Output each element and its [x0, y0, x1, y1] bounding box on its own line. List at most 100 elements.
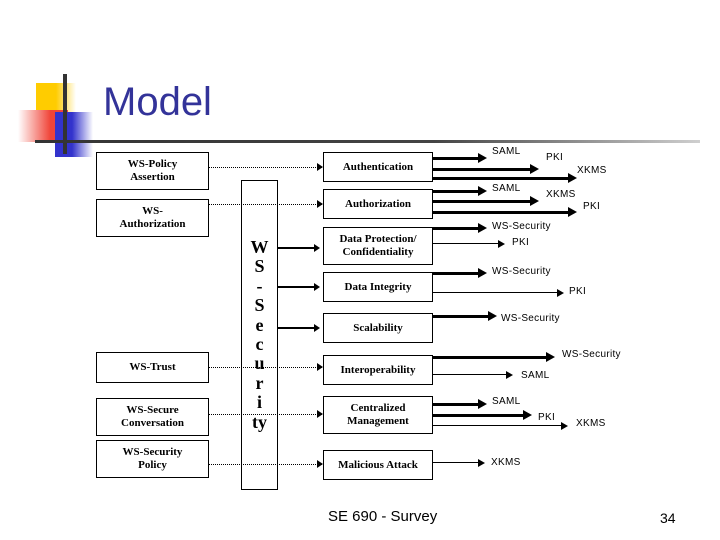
std-label-scalability-wssecurity: WS-Security — [501, 313, 560, 324]
std-label-data-integrity-wssecurity: WS-Security — [492, 266, 551, 277]
page-title: Model — [103, 80, 212, 124]
arrow-data-protection-wssecurity-head — [478, 223, 487, 233]
arrowhead-interoperability-in — [317, 363, 323, 371]
middle-box-data-protection[interactable]: Data Protection/ Confidentiality — [323, 227, 433, 265]
std-label-interoperability-saml: SAML — [521, 370, 550, 381]
middle-box-centralized-management[interactable]: Centralized Management — [323, 396, 433, 434]
arrow-authorization-pki-line — [433, 211, 570, 214]
vbar-letter-8: i — [256, 392, 262, 413]
connector-policy-assertion-to-authentication — [209, 167, 322, 168]
middle-box-centralized-management-line2: Management — [347, 415, 409, 427]
std-label-data-integrity-pki: PKI — [569, 286, 587, 297]
arrow-data-integrity-pki-head — [557, 289, 564, 297]
connector-ws-authorization-to-authorization — [209, 204, 322, 205]
arrow-data-protection-pki-line — [433, 243, 500, 244]
left-box-ws-trust[interactable]: WS-Trust — [96, 352, 209, 383]
arrow-authentication-pki-head — [530, 164, 539, 174]
std-label-interoperability-wssecurity: WS-Security — [562, 349, 621, 360]
middle-box-data-protection-line2: Confidentiality — [342, 246, 414, 258]
arrow-data-integrity-wssecurity-line — [433, 272, 480, 275]
std-label-authentication-xkms: XKMS — [577, 165, 607, 176]
arrow-authorization-xkms-line — [433, 200, 532, 203]
vbar-letter-2: - — [256, 275, 263, 296]
vbar-letter-4: e — [255, 314, 264, 335]
std-label-data-protection-pki: PKI — [512, 237, 530, 248]
left-box-ws-authorization-line1: WS- — [142, 205, 163, 217]
arrow-authorization-saml-line — [433, 190, 480, 193]
connector-security-policy-to-malicious-attack — [209, 464, 322, 465]
vbar-letter-9: ty — [252, 411, 267, 432]
connector-ws-trust-to-interoperability — [209, 367, 322, 368]
vbar-letter-6: u — [254, 353, 265, 374]
left-box-ws-authorization[interactable]: WS- Authorization — [96, 199, 209, 237]
arrow-authentication-saml-line — [433, 157, 480, 160]
middle-box-centralized-management-line1: Centralized — [350, 402, 406, 414]
left-box-ws-secure-conversation[interactable]: WS-Secure Conversation — [96, 398, 209, 436]
middle-box-scalability[interactable]: Scalability — [323, 313, 433, 343]
left-box-ws-trust-line1: WS-Trust — [129, 361, 176, 373]
left-box-ws-policy-assertion[interactable]: WS-Policy Assertion — [96, 152, 209, 190]
std-label-authorization-pki: PKI — [583, 201, 601, 212]
middle-box-data-integrity[interactable]: Data Integrity — [323, 272, 433, 302]
arrow-interoperability-saml-line — [433, 374, 508, 375]
arrow-data-protection-wssecurity-line — [433, 227, 480, 230]
arrow-data-integrity-pki-line — [433, 292, 559, 293]
left-box-ws-policy-assertion-line1: WS-Policy — [127, 158, 178, 170]
vbar-letter-1: S — [254, 256, 265, 277]
arrow-malicious-attack-xkms-line — [433, 462, 480, 463]
arrow-centralized-saml-line — [433, 403, 480, 406]
arrow-malicious-attack-xkms-head — [478, 459, 485, 467]
std-label-authorization-saml: SAML — [492, 183, 521, 194]
arrowhead-data-integrity-in — [314, 283, 320, 291]
arrow-centralized-xkms-head — [561, 422, 568, 430]
arrowhead-authorization-in — [317, 200, 323, 208]
connector-bar-to-scalability — [278, 327, 316, 329]
arrow-centralized-xkms-line — [433, 425, 563, 426]
middle-box-authentication-label: Authentication — [342, 160, 414, 173]
middle-box-authentication[interactable]: Authentication — [323, 152, 433, 182]
middle-box-malicious-attack[interactable]: Malicious Attack — [323, 450, 433, 480]
arrow-data-protection-pki-head — [498, 240, 505, 248]
vbar-letter-5: c — [255, 334, 264, 354]
left-box-ws-security-policy[interactable]: WS-Security Policy — [96, 440, 209, 478]
arrow-centralized-pki-line — [433, 414, 525, 417]
middle-box-authorization[interactable]: Authorization — [323, 189, 433, 219]
arrow-interoperability-saml-head — [506, 371, 513, 379]
left-box-ws-policy-assertion-line2: Assertion — [130, 171, 175, 183]
decoration-vertical-rule — [63, 74, 67, 154]
arrow-authentication-xkms-line — [433, 177, 570, 180]
arrowhead-scalability-in — [314, 324, 320, 332]
arrowhead-centralized-management-in — [317, 410, 323, 418]
arrow-centralized-saml-head — [478, 399, 487, 409]
std-label-centralized-xkms: XKMS — [576, 418, 606, 429]
middle-box-malicious-attack-label: Malicious Attack — [338, 458, 418, 471]
arrowhead-authentication-in — [317, 163, 323, 171]
arrow-authorization-pki-head — [568, 207, 577, 217]
decoration-blue-square — [55, 112, 93, 157]
middle-box-interoperability-label: Interoperability — [340, 363, 416, 376]
footer-page-number: 34 — [660, 510, 676, 526]
arrow-data-integrity-wssecurity-head — [478, 268, 487, 278]
footer-course-label: SE 690 - Survey — [328, 508, 438, 525]
std-label-malicious-attack-xkms: XKMS — [491, 457, 521, 468]
arrow-authorization-xkms-head — [530, 196, 539, 206]
arrowhead-malicious-attack-in — [317, 460, 323, 468]
left-box-ws-secure-conversation-line1: WS-Secure — [126, 404, 179, 416]
middle-box-authorization-label: Authorization — [345, 197, 411, 210]
middle-box-interoperability[interactable]: Interoperability — [323, 355, 433, 385]
left-box-ws-secure-conversation-line2: Conversation — [121, 417, 184, 429]
connector-bar-to-data-integrity — [278, 286, 316, 288]
vertical-bar-ws-security[interactable]: W S - S e c u r i ty — [241, 180, 278, 490]
std-label-data-protection-wssecurity: WS-Security — [492, 221, 551, 232]
middle-box-scalability-label: Scalability — [353, 321, 403, 334]
title-underline-rule — [35, 140, 700, 143]
std-label-authorization-xkms: XKMS — [546, 189, 576, 200]
std-label-authentication-saml: SAML — [492, 146, 521, 157]
vbar-letter-3: S — [254, 295, 265, 316]
arrowhead-data-protection-in — [314, 244, 320, 252]
arrow-authorization-saml-head — [478, 186, 487, 196]
vbar-letter-7: r — [255, 372, 264, 393]
arrow-interoperability-wssecurity-line — [433, 356, 548, 359]
arrow-authentication-saml-head — [478, 153, 487, 163]
arrow-scalability-wssecurity-line — [433, 315, 490, 318]
